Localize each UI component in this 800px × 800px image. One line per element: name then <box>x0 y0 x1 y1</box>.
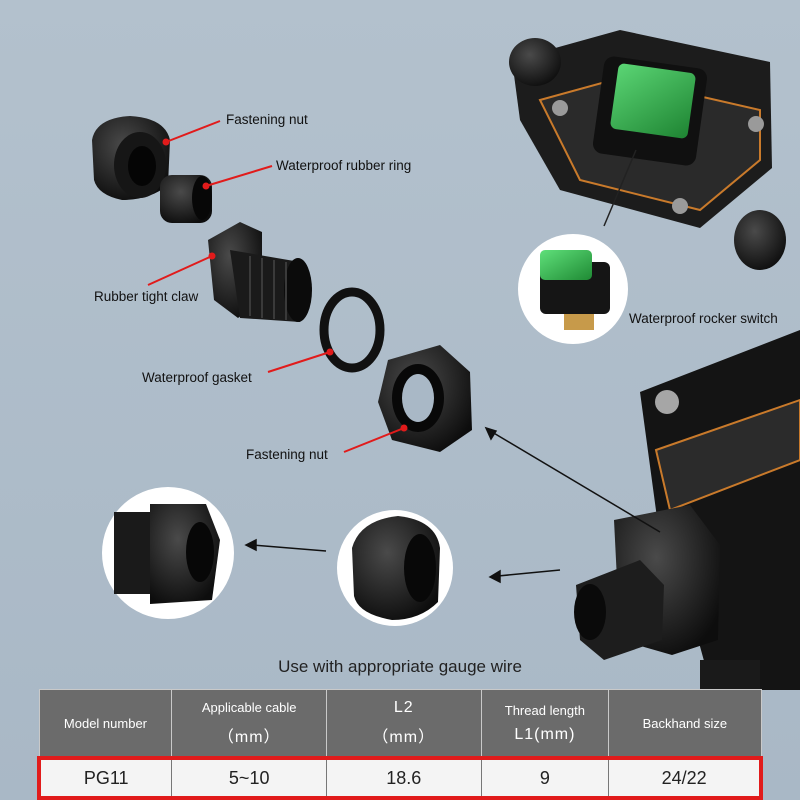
cell-model: PG11 <box>37 756 173 800</box>
label-gasket: Waterproof gasket <box>142 370 252 385</box>
label-rocker-switch: Waterproof rocker switch <box>629 311 778 326</box>
label-rubber-claw: Rubber tight claw <box>94 289 199 304</box>
junction-box-large <box>574 330 800 690</box>
rocker-switch-inset <box>518 234 628 344</box>
spec-table-header-row: Model number Applicable cable （mm） L2 （m… <box>38 689 762 759</box>
subtitle: Use with appropriate gauge wire <box>278 657 522 676</box>
rubber-claw-part <box>208 222 312 322</box>
gasket-part <box>319 287 385 373</box>
spec-table: Model number Applicable cable （mm） L2 （m… <box>37 689 764 800</box>
leader-lines <box>147 120 408 453</box>
label-rubber-ring: Waterproof rubber ring <box>276 158 412 173</box>
gland-assembled-inset <box>102 487 234 619</box>
header-backhand-size: Backhand size <box>608 689 762 759</box>
nut-cap-inset <box>337 510 453 626</box>
header-model-number: Model number <box>38 689 173 759</box>
rubber-ring-part <box>160 175 212 223</box>
label-fastening-nut-top: Fastening nut <box>226 112 308 127</box>
cell-thread: 9 <box>480 756 610 800</box>
cell-l2: 18.6 <box>325 756 482 800</box>
fastening-nut-cap-part <box>92 116 170 200</box>
header-thread-length: Thread length L1(mm) <box>480 689 610 759</box>
cell-cable: 5~10 <box>171 756 327 800</box>
arrows <box>244 426 661 584</box>
switch-pointer <box>603 149 637 227</box>
hex-nut-part <box>378 345 472 452</box>
header-applicable-cable: Applicable cable （mm） <box>171 689 327 759</box>
header-l2: L2 （mm） <box>325 689 482 759</box>
table-row: PG11 5~10 18.6 9 24/22 <box>37 756 764 800</box>
label-fastening-nut-bottom: Fastening nut <box>246 447 328 462</box>
junction-box-top <box>509 30 786 270</box>
cell-backhand: 24/22 <box>608 756 764 800</box>
